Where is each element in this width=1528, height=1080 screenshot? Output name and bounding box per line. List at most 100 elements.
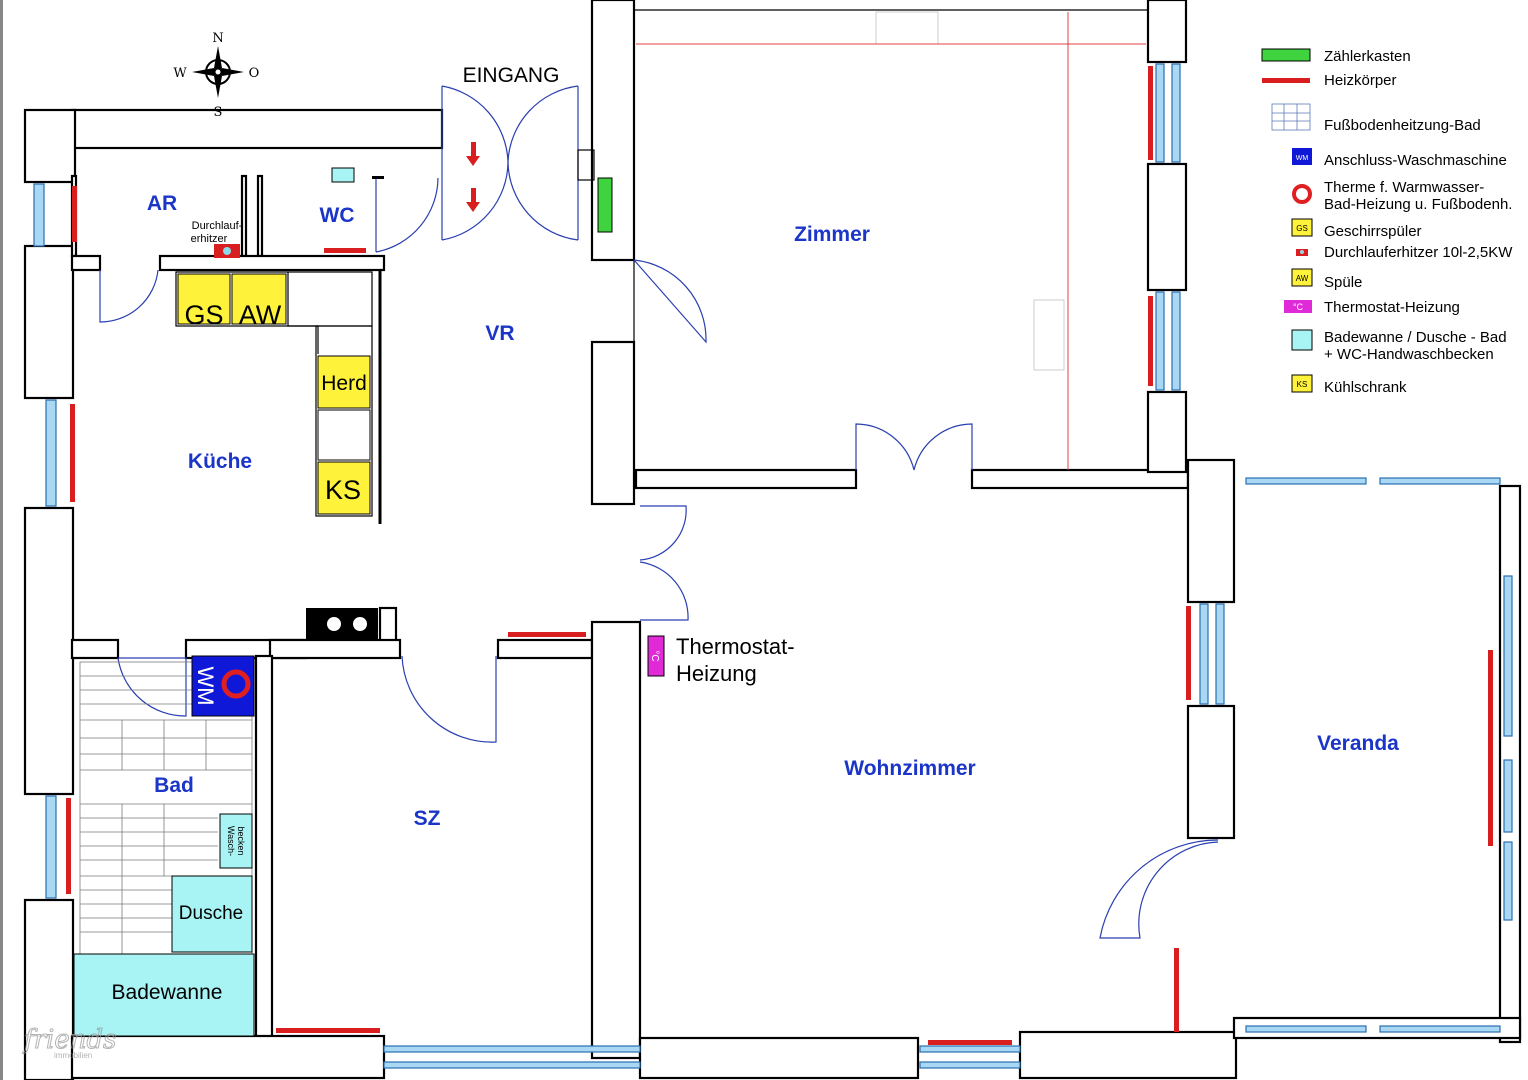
legend-swatch-bath: [1291, 329, 1313, 351]
watermark-logo: friends immobilien: [22, 1025, 118, 1061]
legend-meter: Zählerkasten: [1324, 48, 1411, 65]
radiator-wohn: [1174, 948, 1179, 1032]
radiator-veranda-west: [1186, 606, 1191, 700]
svg-text:immobilien: immobilien: [54, 1051, 92, 1060]
door-sz: [401, 655, 497, 743]
wall-sz-top-2: [496, 638, 594, 660]
wall-sz-top-1: [268, 638, 402, 660]
window-zimmer-2a: [1155, 291, 1165, 391]
compass: N S W O: [173, 31, 259, 120]
page-edge: [0, 0, 3, 1080]
compass-o: O: [249, 66, 260, 81]
burner-icon: [327, 617, 341, 631]
wall-zimmer-east-2: [1146, 162, 1188, 292]
water-heater-label-1: Durchlauf-: [192, 220, 243, 232]
window-zimmer-1b: [1171, 63, 1181, 163]
wall-sz-west: [254, 654, 274, 1050]
wall-zimmer-east-3: [1146, 390, 1188, 474]
wall-sz-east: [590, 620, 642, 1060]
wall-zimmer-east-1: [1146, 0, 1188, 64]
thermostat-label-1: Thermostat-: [676, 634, 795, 659]
burner-icon: [353, 617, 367, 631]
wall-west-2: [23, 506, 75, 796]
radiators: [66, 66, 1493, 1045]
room-zimmer: Zimmer: [794, 223, 870, 246]
entrance-label: EINGANG: [463, 64, 560, 87]
thermostat-label-2: Heizung: [676, 661, 757, 686]
bathtub: [73, 953, 255, 1037]
wall-south-3: [1018, 1030, 1238, 1080]
svg-text:GS: GS: [1296, 224, 1308, 233]
radiator-sz: [276, 1028, 380, 1033]
door-entrance-right: [507, 85, 579, 241]
window-bad: [45, 795, 57, 899]
washbasin: [219, 813, 253, 869]
stove-label: Herd: [321, 372, 367, 395]
stove: [317, 355, 371, 409]
dimension-lines: [636, 12, 1146, 470]
legend-swatch-thermostat: [1284, 300, 1312, 313]
door-wc: [375, 176, 439, 253]
window-ar: [33, 183, 45, 247]
window-wohn-2: [919, 1061, 1021, 1069]
wall-corner-nw: [23, 108, 77, 184]
room-vr: VR: [485, 322, 514, 345]
radiator-bad: [66, 798, 71, 894]
meter-box: [597, 177, 613, 233]
water-heater-label-2: erhitzer: [191, 233, 228, 245]
door-zimmer: [633, 259, 707, 344]
radiator-wc: [324, 248, 366, 253]
shower-label: Dusche: [179, 903, 243, 924]
water-heater-dot: [223, 247, 231, 255]
wall-wc-west: [256, 174, 264, 258]
radiator-kueche: [70, 404, 75, 502]
wall-north-left: [70, 108, 444, 150]
legend-bath-2: + WC-Handwaschbecken: [1324, 346, 1494, 363]
legend-swatch-meter: [1261, 48, 1311, 62]
room-ar: AR: [147, 192, 177, 215]
wall-kitchen-top: [158, 254, 386, 272]
thermostat-symbol: °C: [649, 650, 660, 661]
legend-floor-heating: Fußbodenheitzung-Bad: [1324, 117, 1481, 134]
legend-water-heater: Durchlauferhitzer 10l-2,5KW: [1324, 244, 1513, 261]
legend-boiler-1: Therme f. Warmwasser-: [1324, 179, 1484, 196]
legend-swatch-washer: [1292, 148, 1312, 165]
wall-veranda-west-2: [1186, 704, 1236, 840]
room-sz: SZ: [414, 807, 441, 830]
svg-text:friends: friends: [22, 1025, 117, 1055]
svg-text:WM: WM: [1296, 155, 1309, 162]
room-veranda: Veranda: [1317, 732, 1399, 755]
kitchen-counter: [175, 270, 382, 524]
cooktop: [306, 608, 378, 640]
legend: WM GS AW °C KS Zählerkasten Heizkörper F…: [1261, 48, 1513, 396]
shower: [171, 875, 253, 953]
fridge-label: KS: [325, 475, 361, 505]
radiator-vr: [508, 632, 586, 637]
arrow-down-icon: [466, 188, 480, 212]
wall-west-1: [23, 244, 75, 400]
svg-text:KS: KS: [1297, 380, 1308, 389]
legend-bath-1: Badewanne / Dusche - Bad: [1324, 329, 1507, 346]
window-veranda-west-b: [1215, 603, 1225, 705]
wc-pipe: [372, 176, 384, 179]
wall-south-1: [70, 1034, 386, 1080]
window-veranda-east-2: [1503, 759, 1513, 833]
door-veranda: [1099, 839, 1219, 939]
legend-swatch-fridge: [1291, 374, 1313, 393]
legend-boiler-2: Bad-Heizung u. Fußbodenh.: [1324, 196, 1512, 213]
window-wohn-1: [919, 1045, 1021, 1053]
radiator-zimmer-1: [1148, 66, 1153, 160]
washer-label: WM: [193, 666, 218, 705]
sink-label: AW: [239, 300, 282, 330]
svg-text:°C: °C: [1293, 302, 1304, 312]
legend-swatch-dishwasher: [1291, 218, 1313, 237]
washbasin-label-2: becken: [236, 826, 246, 855]
window-veranda-north-2: [1379, 477, 1501, 485]
window-veranda-east-3: [1503, 841, 1513, 921]
wall-ar-east: [240, 174, 248, 258]
legend-swatch-boiler: [1292, 184, 1312, 204]
room-bad: Bad: [154, 774, 194, 797]
zimmer-fixture: [875, 11, 939, 45]
legend-washer: Anschluss-Waschmaschine: [1324, 152, 1507, 169]
